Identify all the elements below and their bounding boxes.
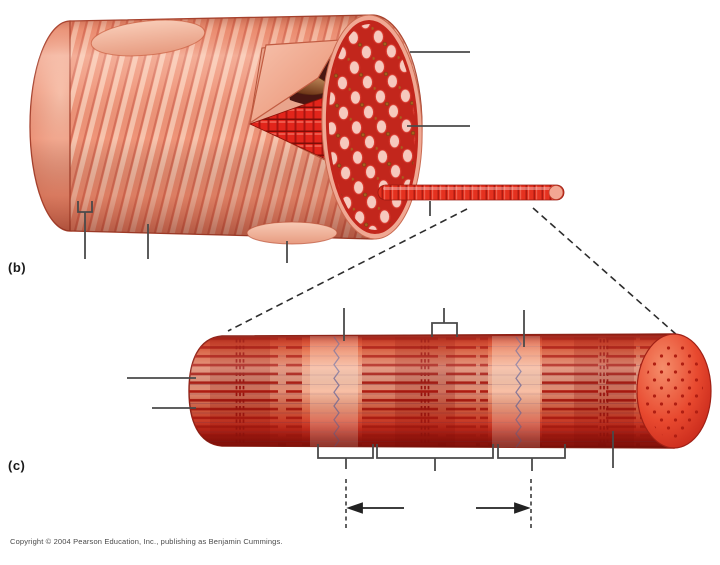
panel-b-leader-lines <box>77 51 470 263</box>
myofibril-rod-tip <box>548 185 564 200</box>
myofibril-closeup <box>188 333 712 449</box>
sarcomere-arrow-right-head <box>514 502 531 514</box>
leader-bracket-top <box>431 308 458 337</box>
end-face-filament-dots <box>645 343 703 439</box>
leader-bracket-bottom-2 <box>376 444 494 471</box>
panel-c-leader-lines <box>127 308 614 471</box>
myofibril-rod <box>377 184 565 201</box>
panel-c-label: (c) <box>8 458 26 473</box>
magnification-connectors <box>227 207 679 337</box>
cross-section-myofibrils <box>328 24 416 230</box>
cutaway-wedge <box>248 39 346 171</box>
magnification-dashed-line-left <box>227 208 468 332</box>
panel-b-label: (b) <box>8 260 27 275</box>
leader-bracket-bottom-3 <box>497 444 566 471</box>
myofibril-rod-highlight <box>383 187 555 190</box>
leader-bracket-striations <box>77 201 93 259</box>
copyright-text: Copyright © 2004 Pearson Education, Inc.… <box>10 537 283 546</box>
sarcomere-arrow-left-head <box>346 502 363 514</box>
nucleus-bulge-bottom <box>246 221 338 245</box>
nucleus-bulge-top <box>90 19 206 57</box>
myofibril-end-face <box>636 333 712 449</box>
myofibril-rod-body <box>377 184 565 201</box>
magnification-dashed-line-right <box>532 207 679 337</box>
closeup-shading <box>189 334 674 448</box>
muscle-fiber <box>29 14 565 245</box>
sarcomere-span-indicator <box>345 479 532 528</box>
leader-bracket-bottom-1 <box>317 444 374 469</box>
fiber-cross-section <box>321 14 423 240</box>
